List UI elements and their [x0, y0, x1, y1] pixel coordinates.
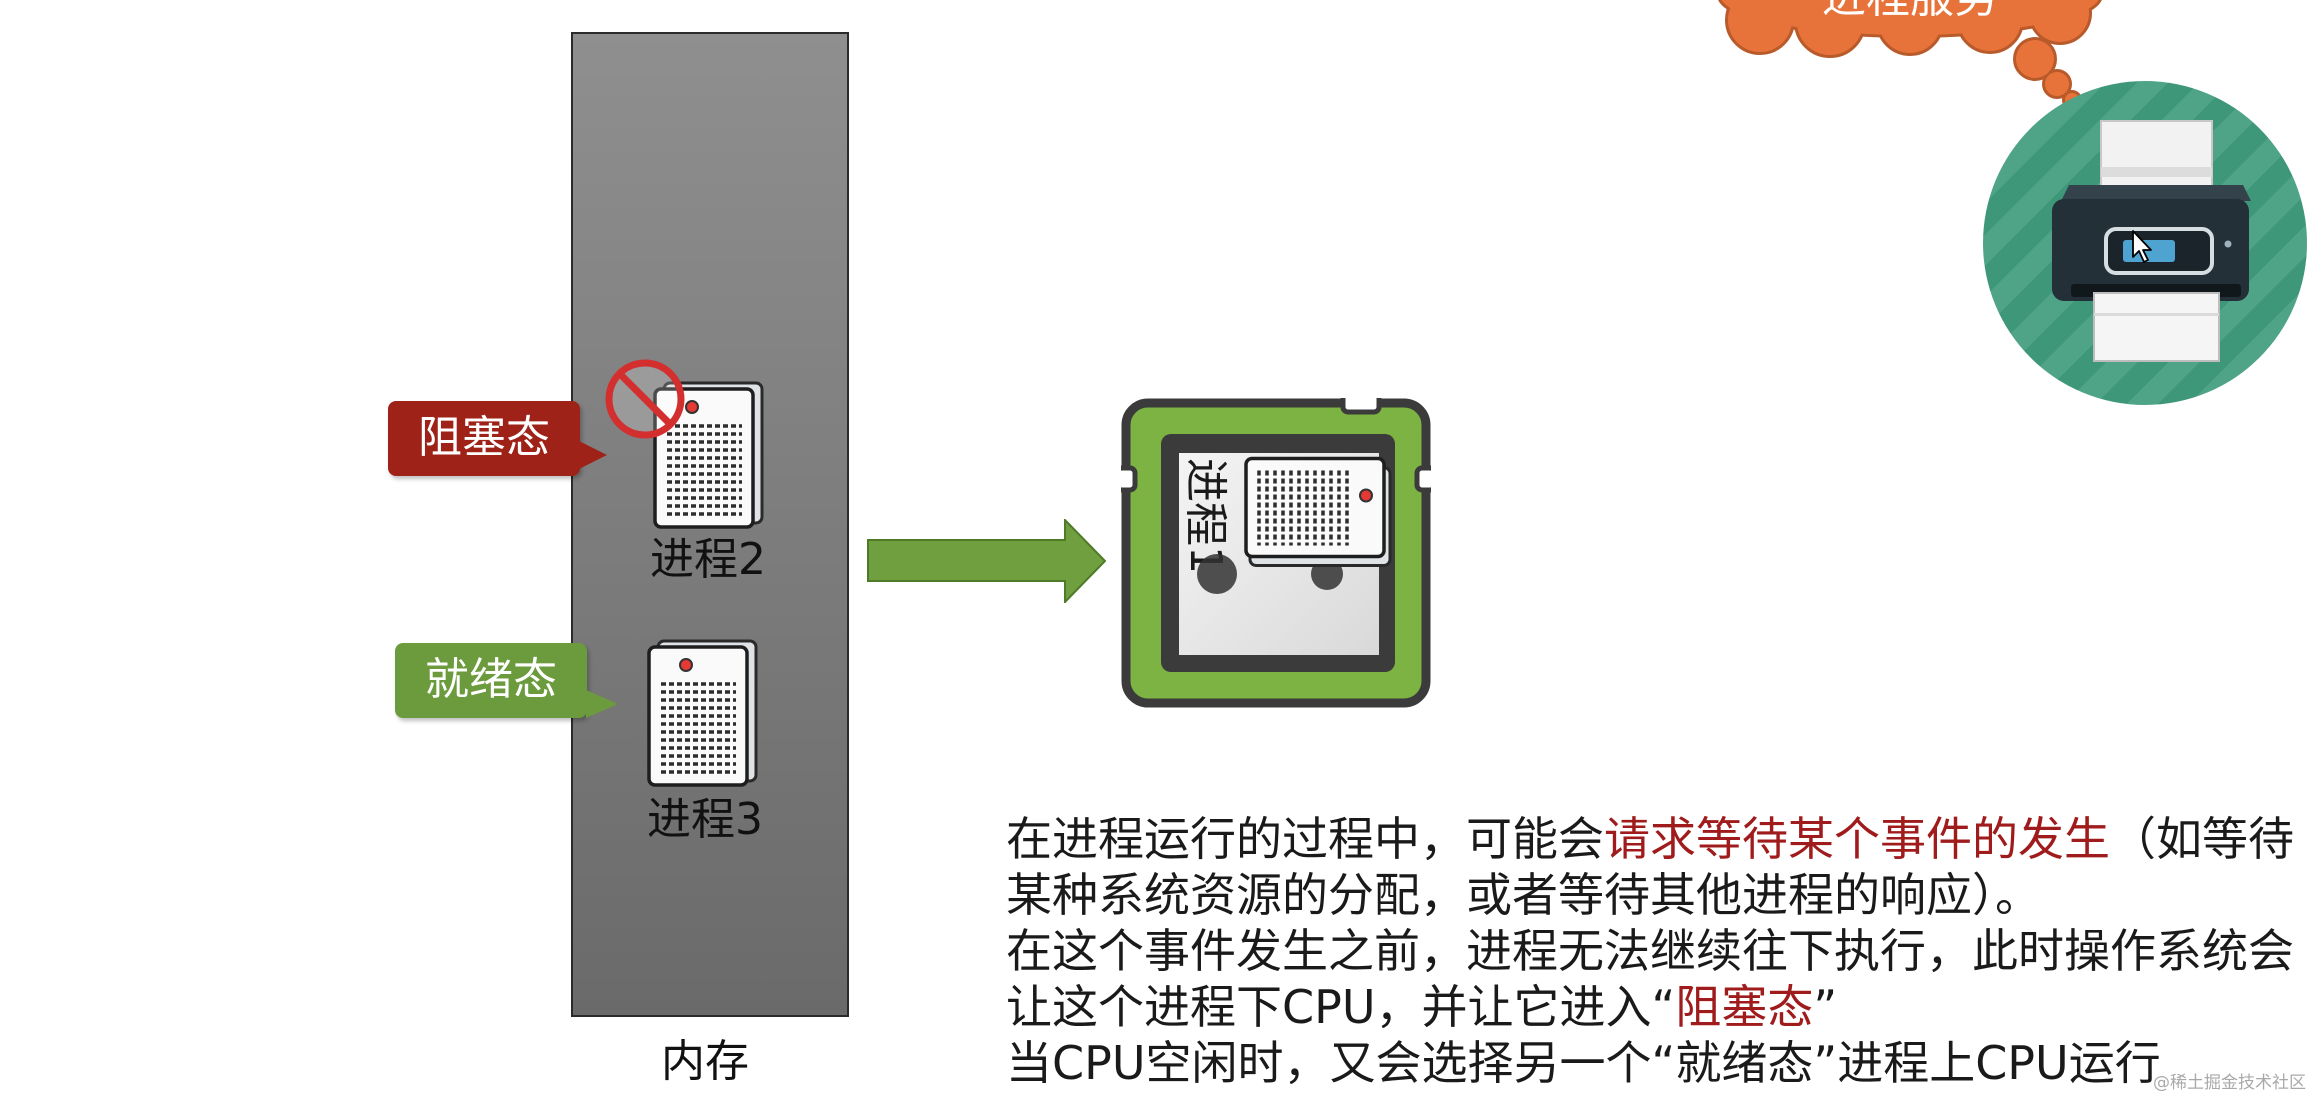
explanation-line-5: 当CPU空闲时，又会选择另一个“就绪态”进程上CPU运行: [1006, 1035, 2312, 1091]
explanation-line-3: 在这个事件发生之前，进程无法继续往下执行，此时操作系统会: [1006, 923, 2312, 979]
ready-state-callout: 就绪态: [395, 643, 618, 718]
thought-bubble: 进程服务: [1718, 0, 2102, 110]
watermark: @稀土掘金技术社区: [2153, 1073, 2306, 1093]
printer-circle: [1983, 81, 2307, 405]
process-3-document-icon: [646, 638, 761, 788]
no-entry-icon: [605, 359, 685, 439]
process-3-label: 进程3: [647, 794, 763, 845]
explanation-text: 在进程运行的过程中，可能会请求等待某个事件的发生（如等待 某种系统资源的分配，或…: [1006, 811, 2312, 1096]
process-2-label: 进程2: [650, 534, 766, 585]
process-2-document-icon: [652, 380, 767, 530]
line-text: 在这个事件发生之前，进程无法继续往下执行，此时操作系统会: [1006, 924, 2294, 978]
process-1-document-icon: [1244, 456, 1392, 567]
cpu-blob-left: [1197, 554, 1237, 594]
memory-label: 内存: [661, 1036, 749, 1087]
line-highlight: 阻塞态: [1675, 980, 1814, 1034]
line-text: （如等待: [2110, 812, 2294, 866]
explanation-line-2: 某种系统资源的分配，或者等待其他进程的响应）。: [1006, 867, 2312, 923]
cpu-process-label: 进程1: [1180, 458, 1231, 574]
right-arrow-icon: [867, 519, 1107, 603]
line-text: 让这个进程下CPU，并让它进入“: [1006, 980, 1676, 1034]
printer-icon: [2052, 120, 2251, 362]
explanation-line-4: 让这个进程下CPU，并让它进入“阻塞态”: [1006, 979, 2312, 1035]
line-text: 某种系统资源的分配，或者等待其他进程的响应）。: [1006, 868, 2041, 922]
line-text: ”: [1813, 980, 1838, 1034]
line-text: 当CPU空闲时，又会选择另一个“就绪态”进程上CPU运行: [1006, 1036, 2161, 1090]
cpu-chip-icon: 进程1: [1121, 398, 1431, 708]
line-highlight: 请求等待某个事件的发生: [1604, 812, 2110, 866]
line-text: 在进程运行的过程中，可能会: [1006, 812, 1604, 866]
blocked-state-callout: 阻塞态: [388, 401, 607, 476]
thought-bubble-text: 进程服务: [1822, 0, 1998, 23]
mouse-cursor-icon: [2132, 230, 2152, 263]
explanation-line-1: 在进程运行的过程中，可能会请求等待某个事件的发生（如等待: [1006, 811, 2312, 867]
